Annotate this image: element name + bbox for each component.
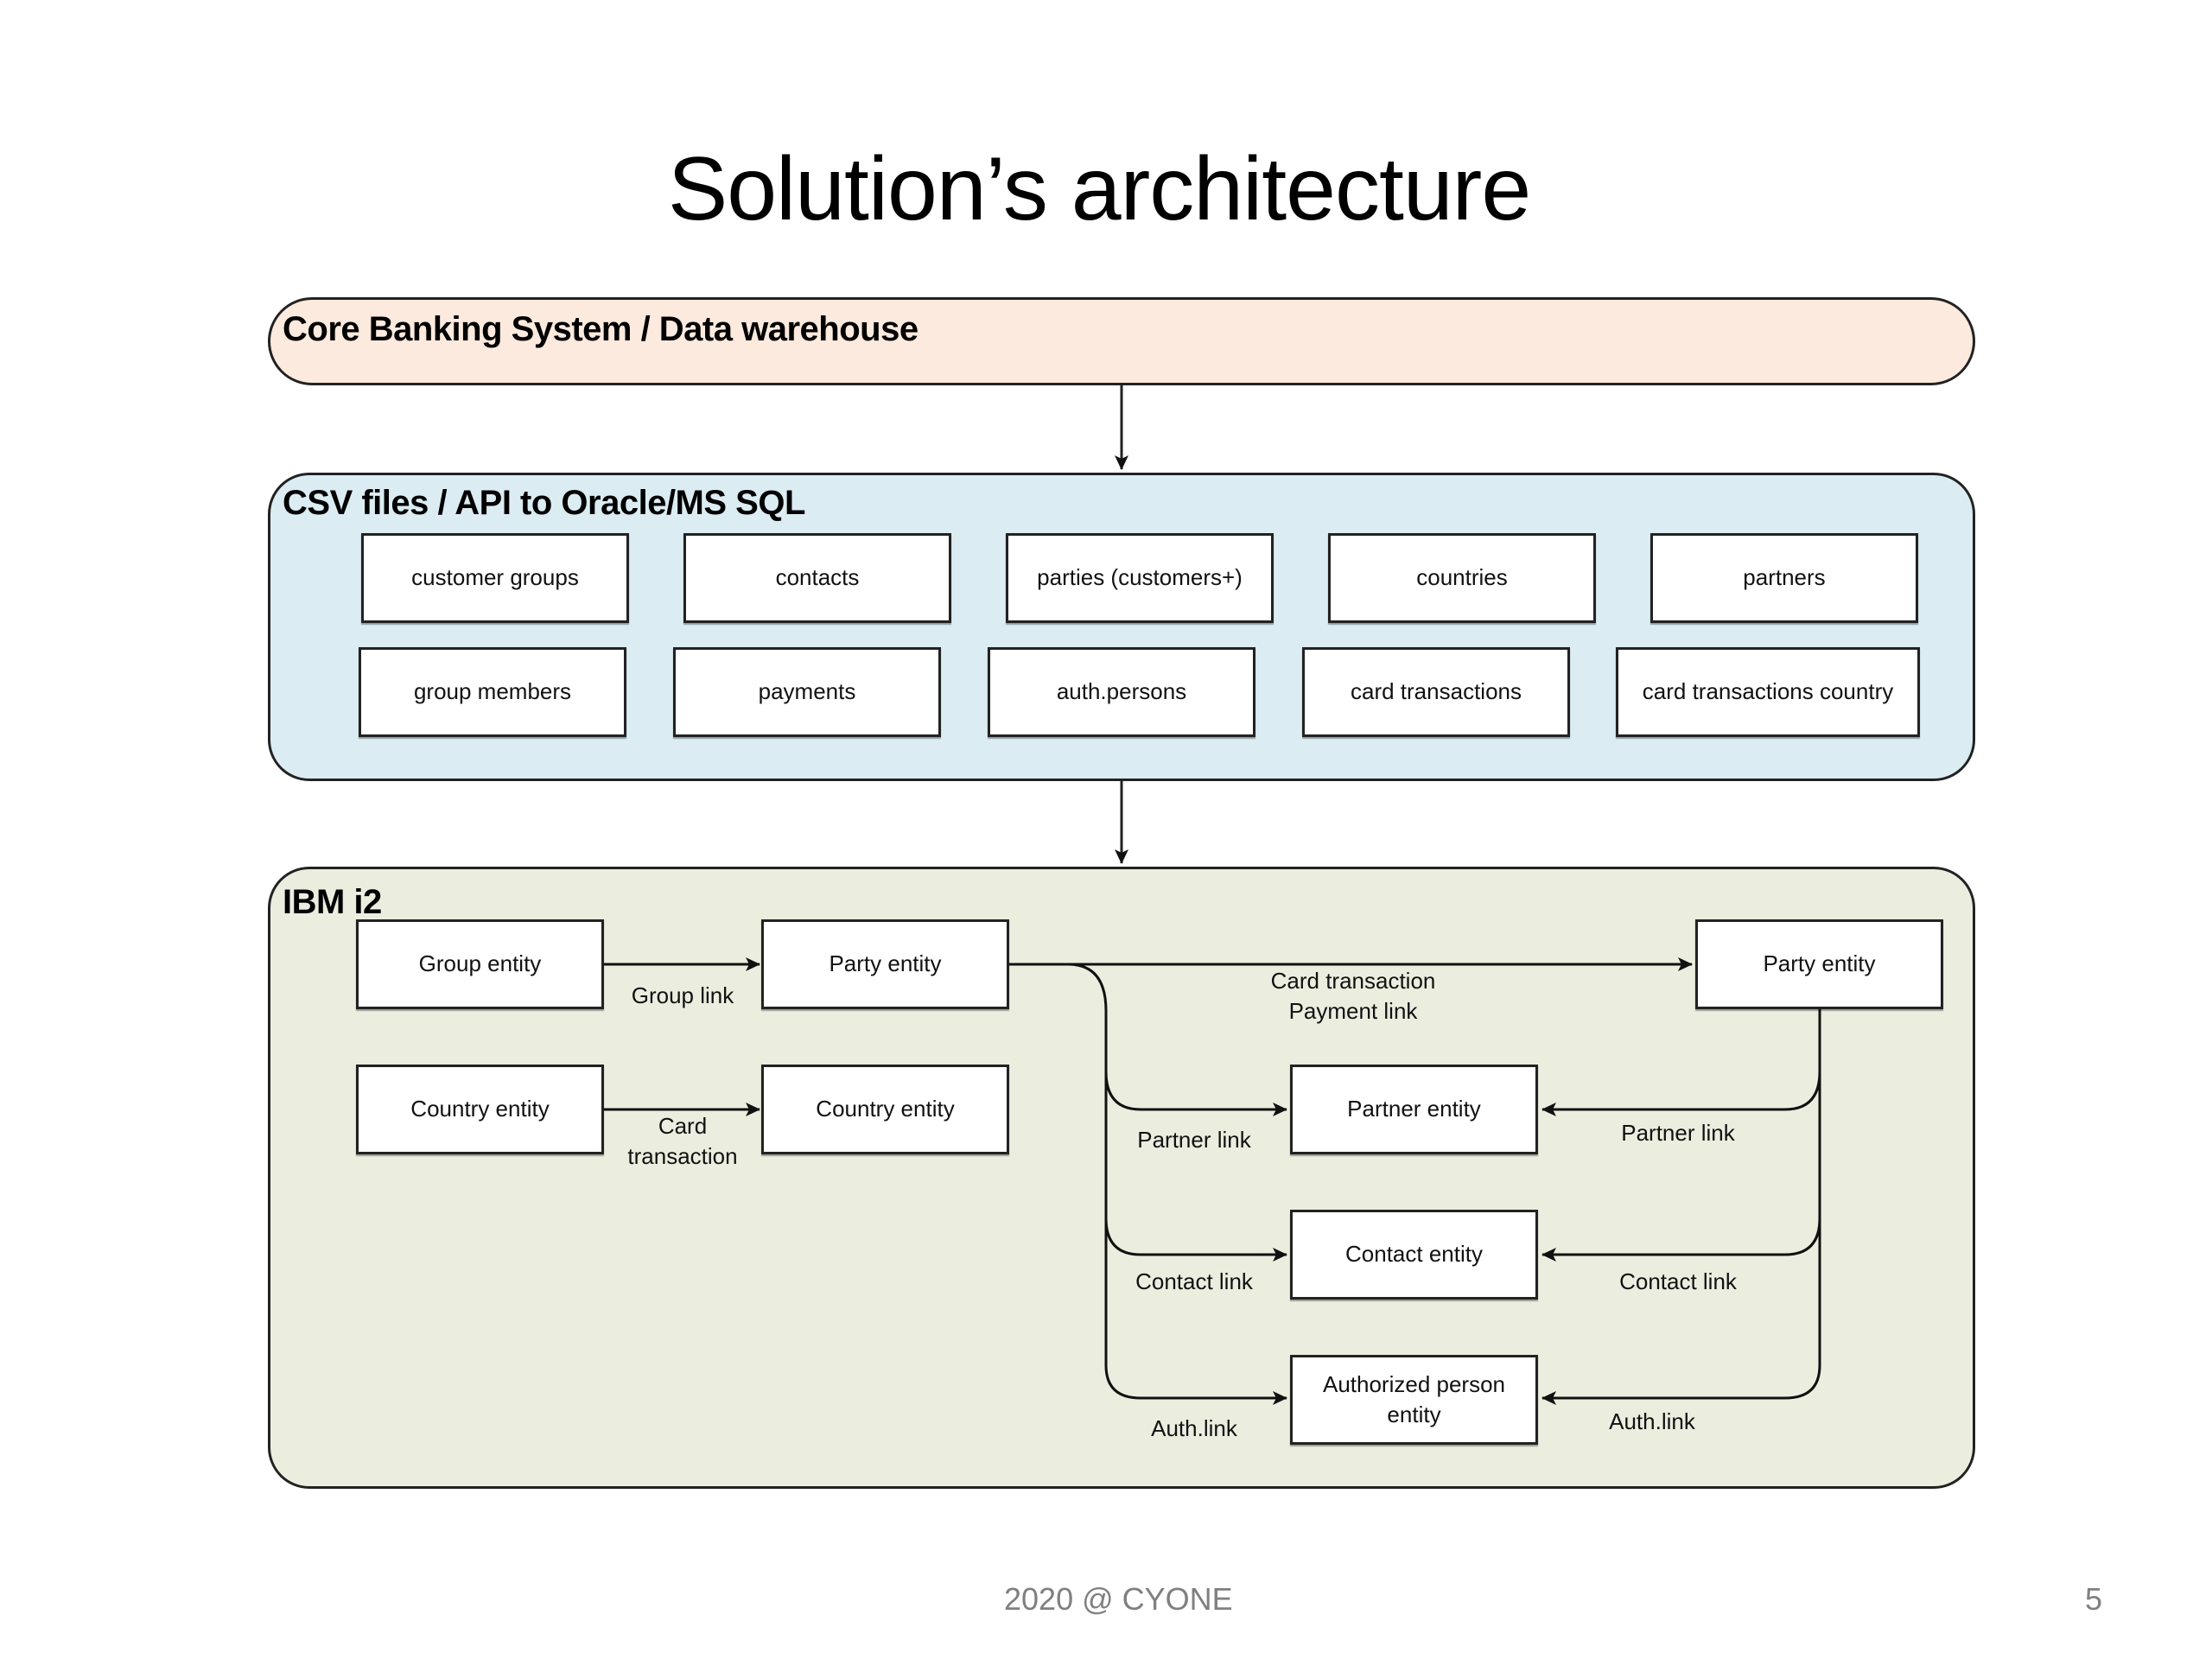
data-source-payments: payments <box>673 647 941 737</box>
data-source-card-transactions-country: card transactions country <box>1616 647 1920 737</box>
entity-country-right: Country entity <box>761 1065 1009 1154</box>
data-source-partners: partners <box>1650 533 1918 623</box>
label-country-link-line1: Card <box>658 1113 708 1139</box>
staging-layer-label: CSV files / API to Oracle/MS SQL <box>283 484 805 522</box>
data-source-countries: countries <box>1328 533 1596 623</box>
entity-country-left: Country entity <box>356 1065 604 1154</box>
label-auth-link-right: Auth.link <box>1609 1408 1695 1434</box>
label-contact-link-right: Contact link <box>1619 1268 1737 1294</box>
source-layer-label: Core Banking System / Data warehouse <box>283 310 918 348</box>
label-contact-link-left: Contact link <box>1135 1268 1253 1294</box>
analysis-layer-label: IBM i2 <box>283 883 382 921</box>
data-source-customer-groups: customer groups <box>361 533 629 623</box>
entity-authorized-person: Authorized person entity <box>1290 1355 1538 1445</box>
label-auth-link-left: Auth.link <box>1151 1415 1237 1441</box>
data-source-card-transactions: card transactions <box>1302 647 1570 737</box>
page-number: 5 <box>2085 1581 2103 1617</box>
label-partner-link-right: Partner link <box>1621 1120 1735 1146</box>
entity-partner: Partner entity <box>1290 1065 1538 1154</box>
data-source-group-members: group members <box>359 647 626 737</box>
label-partner-link-left: Partner link <box>1137 1127 1251 1153</box>
label-party-link-line2: Payment link <box>1288 998 1418 1024</box>
data-source-parties: parties (customers+) <box>1006 533 1274 623</box>
footer-copyright: 2020 @ CYONE <box>1004 1581 1233 1617</box>
source-layer-core-banking: Core Banking System / Data warehouse <box>268 297 1975 385</box>
label-country-link-line2: transaction <box>627 1143 738 1169</box>
data-source-auth-persons: auth.persons <box>988 647 1255 737</box>
entity-party-right: Party entity <box>1695 919 1943 1009</box>
label-group-link: Group link <box>631 982 734 1008</box>
data-source-contacts: contacts <box>683 533 951 623</box>
entity-group: Group entity <box>356 919 604 1009</box>
entity-contact: Contact entity <box>1290 1210 1538 1300</box>
entity-party-left: Party entity <box>761 919 1009 1009</box>
slide-title: Solution’s architecture <box>667 139 1531 239</box>
label-party-link-line1: Card transaction <box>1270 968 1436 994</box>
